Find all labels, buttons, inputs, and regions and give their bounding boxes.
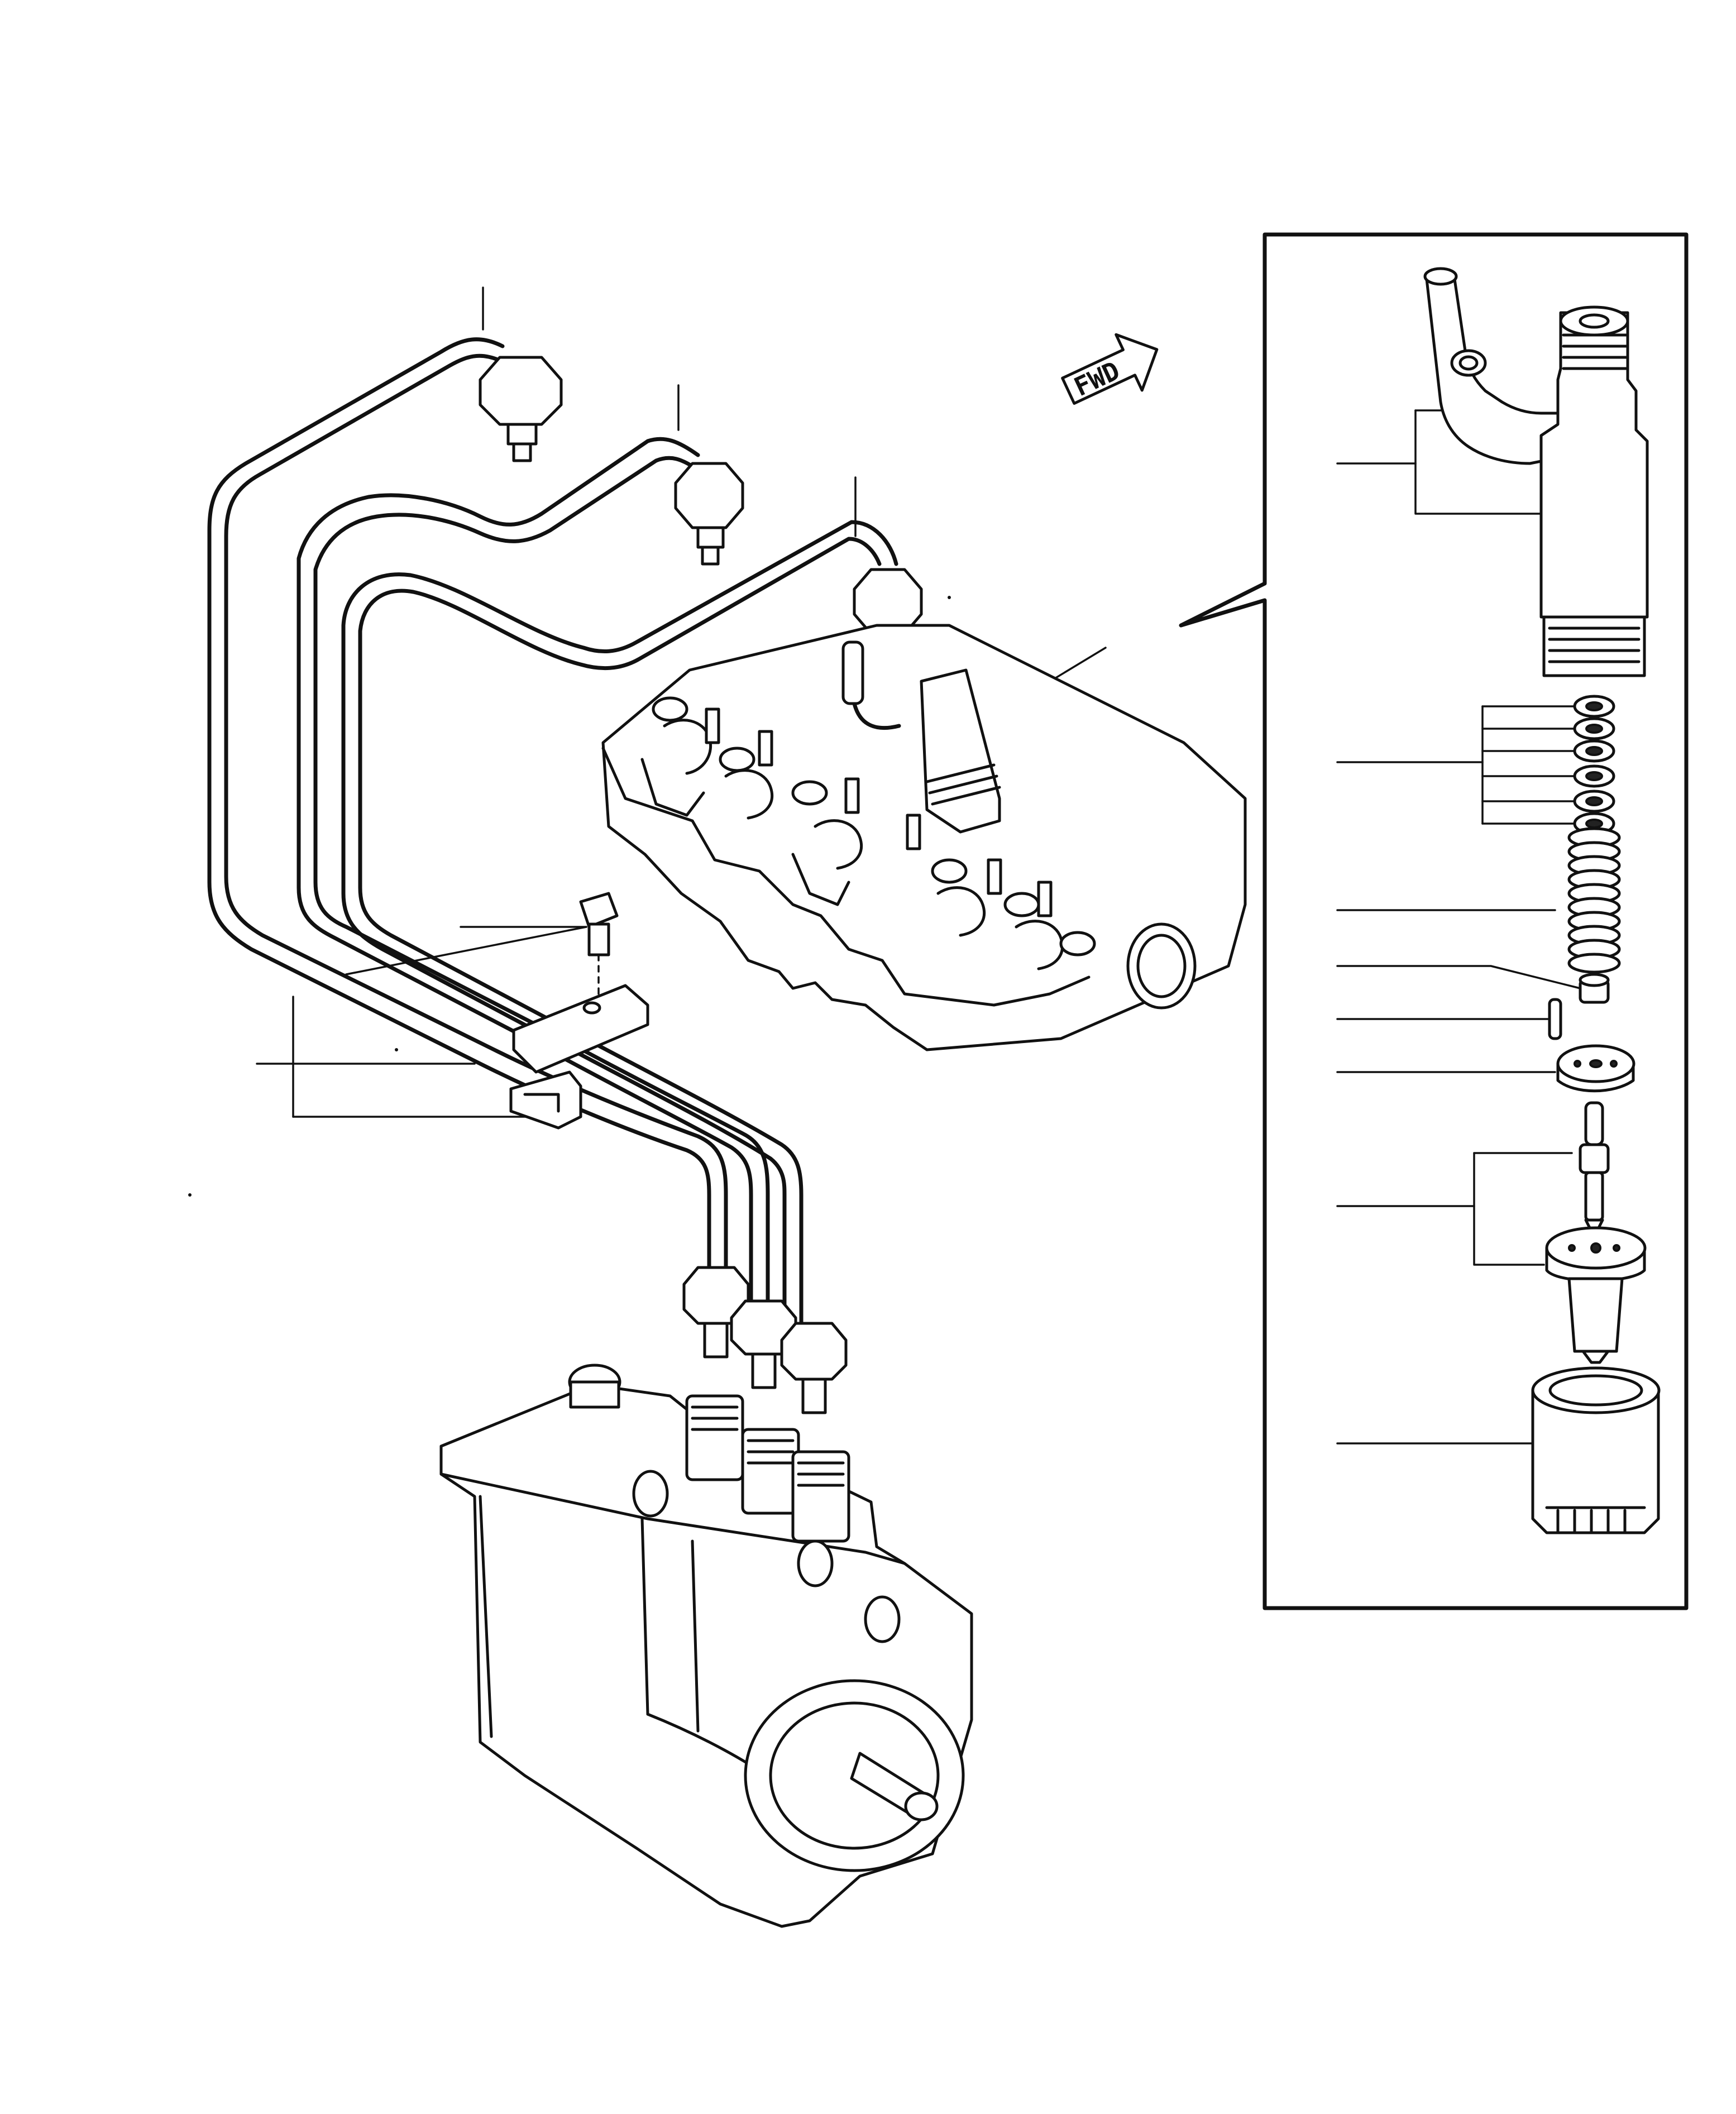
pipe-nut-pump-3 — [780, 1322, 848, 1414]
pipe-nut-pump-2 — [730, 1299, 797, 1389]
pipe-clamp-assembly — [509, 892, 649, 1130]
holder-threaded-end — [1542, 615, 1646, 677]
leak-off-banjo — [1425, 269, 1560, 465]
leak-off-pipe — [841, 640, 864, 705]
clamp-bolt — [579, 892, 619, 1006]
scan-specks — [188, 596, 951, 1197]
injection-pipes — [207, 337, 898, 1326]
injector-holder-body — [1539, 311, 1649, 619]
distance-piece — [1556, 1044, 1635, 1093]
inset-frame — [1179, 232, 1689, 1610]
arrow-right-icon — [1061, 333, 1159, 405]
injection-pump — [439, 1266, 973, 1928]
fwd-direction-marker: FWD — [1061, 333, 1159, 405]
nozzle-retaining-nut — [1531, 1366, 1661, 1534]
pipe-3-outer — [358, 537, 882, 1326]
pipe-2-outer — [296, 437, 753, 1303]
pipe-nut-1 — [479, 356, 563, 462]
pipe-2-inner — [313, 456, 770, 1303]
dowel-pin — [1548, 998, 1562, 1040]
pipe-3-inner — [341, 520, 898, 1326]
injector-holder — [1423, 267, 1649, 677]
injector-detail-inset — [1179, 232, 1689, 1610]
lower-clamp — [509, 1070, 582, 1130]
adjusting-shims — [1573, 695, 1615, 835]
pipe-1-outer — [207, 337, 711, 1281]
pressure-spring — [1567, 827, 1621, 974]
nozzle-needle — [1579, 1101, 1610, 1238]
nozzle-body — [1545, 1226, 1647, 1364]
upper-clamp — [512, 984, 649, 1074]
pipe-nut-2 — [674, 462, 744, 566]
delivery-valve-holders — [685, 1394, 850, 1543]
spring-seat — [1579, 973, 1610, 1004]
cylinder-head — [601, 624, 1247, 1051]
pipe-1-inner — [224, 353, 728, 1281]
head-stud — [705, 707, 720, 744]
